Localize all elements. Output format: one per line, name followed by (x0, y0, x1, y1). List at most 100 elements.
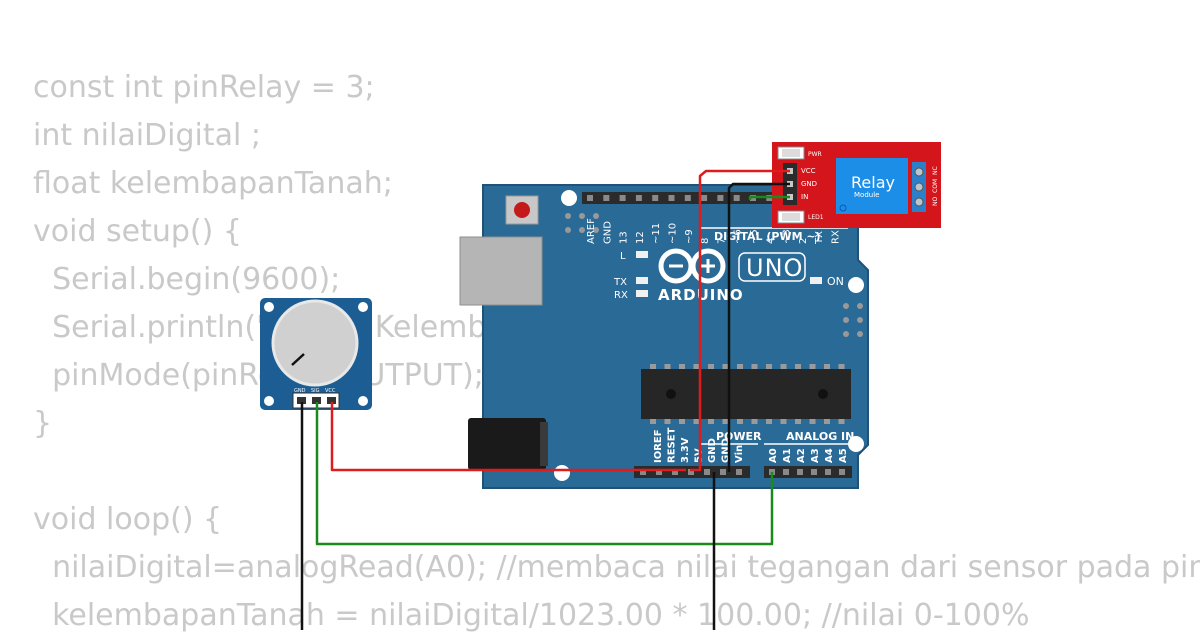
tx-led-label: TX (613, 277, 627, 288)
analog-pin-label: A1 (782, 448, 793, 463)
chip-pin (780, 419, 787, 424)
analog-pin-label: A4 (824, 448, 835, 463)
analog-header-pin (783, 469, 789, 475)
power-pin-label: IOREF (653, 429, 664, 463)
chip-pin (780, 364, 787, 369)
power-header-pin (688, 469, 694, 475)
digital-pin-label: ~6 (733, 229, 744, 244)
relay-pin-gnd: GND (801, 180, 817, 188)
digital-header-pin (635, 195, 642, 201)
chip-pin (708, 364, 714, 369)
terminal-screw (914, 167, 924, 177)
digital-pin-label: 12 (635, 231, 646, 244)
code-line: void setup() { (33, 214, 242, 249)
power-pin-label: GND (721, 438, 732, 463)
digital-pin-label: AREF (586, 218, 597, 244)
digital-pin-label: ~10 (668, 223, 679, 244)
chip-pin (809, 419, 816, 424)
on-led-label: ON (827, 275, 844, 288)
wire-sensor-vcc-to-5v (330, 402, 686, 472)
digital-header-pin (587, 195, 593, 201)
chip-pin (679, 364, 685, 369)
digital-pin-label: ~5 (749, 229, 760, 244)
sensor-pin-gnd: GND (294, 388, 306, 394)
chip-pin (737, 364, 743, 369)
sensor-knob[interactable] (271, 299, 359, 387)
code-line: float kelembapanTanah; (33, 166, 393, 201)
chip-pin (664, 364, 671, 369)
chip-pin (838, 364, 845, 369)
power-pin-label: 3.3V (680, 437, 691, 463)
chip-pin (824, 419, 830, 424)
rx-led (636, 290, 648, 297)
chip-pin (664, 419, 671, 424)
power-header-pin (656, 469, 662, 475)
digital-pin-label: RX 0 (831, 221, 842, 244)
digital-pin-label: 13 (619, 231, 630, 244)
digital-pin-label: 4 (765, 238, 776, 244)
analog-header-pin (839, 469, 845, 475)
relay-label-box (836, 158, 908, 214)
sensor-mount-hole (264, 302, 274, 312)
code-listing: const int pinRelay = 3; int nilaiDigital … (33, 64, 1200, 640)
chip-pin (693, 419, 700, 424)
reset-button-cap (514, 202, 530, 218)
power-header-pin (704, 469, 710, 475)
mounting-hole (848, 277, 864, 293)
analog-pin-label: A2 (796, 448, 807, 463)
relay-pin-in: IN (801, 193, 808, 201)
power-pin-label: Vin (734, 445, 745, 463)
digital-header-pin (684, 195, 691, 201)
code-line: void loop() { (33, 502, 223, 537)
digital-header-pin (701, 195, 708, 201)
analog-header-pin (797, 469, 803, 475)
sensor-pin-vcc: VCC (325, 388, 336, 394)
dc-barrel-jack (468, 418, 546, 470)
relay-title: Relay (851, 173, 895, 192)
on-led (810, 277, 822, 284)
digital-header-pin (652, 195, 659, 201)
chip-pin (809, 364, 816, 369)
relay-module: Relay Module NO COM NC PWR LED1 VCC GND … (772, 142, 941, 228)
chip-pin (838, 419, 845, 424)
analog-header-pin (811, 469, 817, 475)
wire-relay-gnd-to-gnd (727, 182, 790, 472)
chip-notch (666, 389, 676, 399)
terminal-label-no: NO (932, 197, 939, 206)
rx-led-label: RX (614, 290, 628, 301)
digital-pin-label: 7 (716, 238, 727, 244)
sensor-mount-hole (358, 302, 368, 312)
sensor-pin (327, 397, 336, 404)
chip-pin (708, 419, 714, 424)
chip-pin (766, 364, 772, 369)
chip-pin (795, 419, 801, 424)
code-line: } (33, 406, 53, 441)
analog-pin-label: A3 (810, 448, 821, 463)
digital-header-pin (619, 195, 626, 201)
relay-pwr-led-body (782, 149, 800, 157)
digital-pin-label: ~9 (684, 229, 695, 244)
power-header-pin (736, 469, 742, 475)
code-line: const int pinRelay = 3; (33, 70, 375, 105)
chip-pin (693, 364, 700, 369)
chip-notch (818, 389, 828, 399)
relay-led1-body (782, 213, 800, 221)
code-line: int nilaiDigital ; (33, 118, 261, 153)
analog-header-pin (825, 469, 831, 475)
sensor-mount-hole (358, 396, 368, 406)
analog-label: ANALOG IN (786, 430, 854, 443)
analog-header (764, 466, 852, 478)
mounting-hole (554, 465, 570, 481)
chip-pin (824, 364, 830, 369)
terminal-screw (914, 182, 924, 192)
power-pin-label: GND (707, 438, 718, 463)
code-line: Serial.begin(9600); (33, 262, 341, 297)
mounting-hole (848, 436, 864, 452)
sensor-pin (297, 397, 306, 404)
code-line: nilaiDigital=analogRead(A0); //membaca n… (33, 550, 1200, 585)
digital-header-pin (717, 195, 724, 201)
icsp-header-right (843, 303, 863, 337)
chip-pin (722, 419, 729, 424)
